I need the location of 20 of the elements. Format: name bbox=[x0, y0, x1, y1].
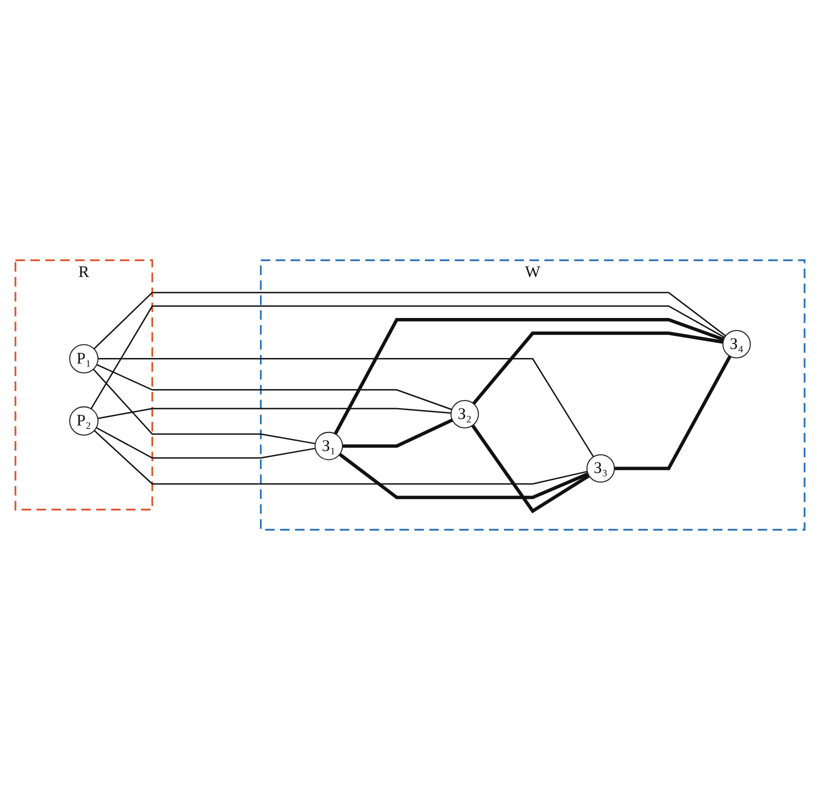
connector bbox=[97, 408, 451, 420]
connector bbox=[470, 424, 590, 514]
connector bbox=[333, 318, 724, 435]
node-circle: З₃ bbox=[586, 454, 614, 483]
connector bbox=[472, 332, 723, 405]
node-circle: P₁ bbox=[68, 344, 98, 374]
node-circle: З₂ bbox=[450, 400, 478, 428]
connector bbox=[338, 452, 588, 500]
node-circle: P₂ bbox=[68, 406, 98, 436]
connector bbox=[98, 358, 594, 458]
connector bbox=[95, 427, 315, 459]
connector bbox=[96, 364, 452, 410]
connector bbox=[90, 305, 724, 410]
node-circle: З₁ bbox=[314, 432, 342, 460]
connector bbox=[614, 355, 732, 470]
node-circle: З₄ bbox=[722, 330, 750, 358]
connector bbox=[342, 418, 453, 448]
connector bbox=[93, 292, 726, 350]
connector bbox=[92, 368, 315, 444]
connector bbox=[93, 430, 587, 485]
